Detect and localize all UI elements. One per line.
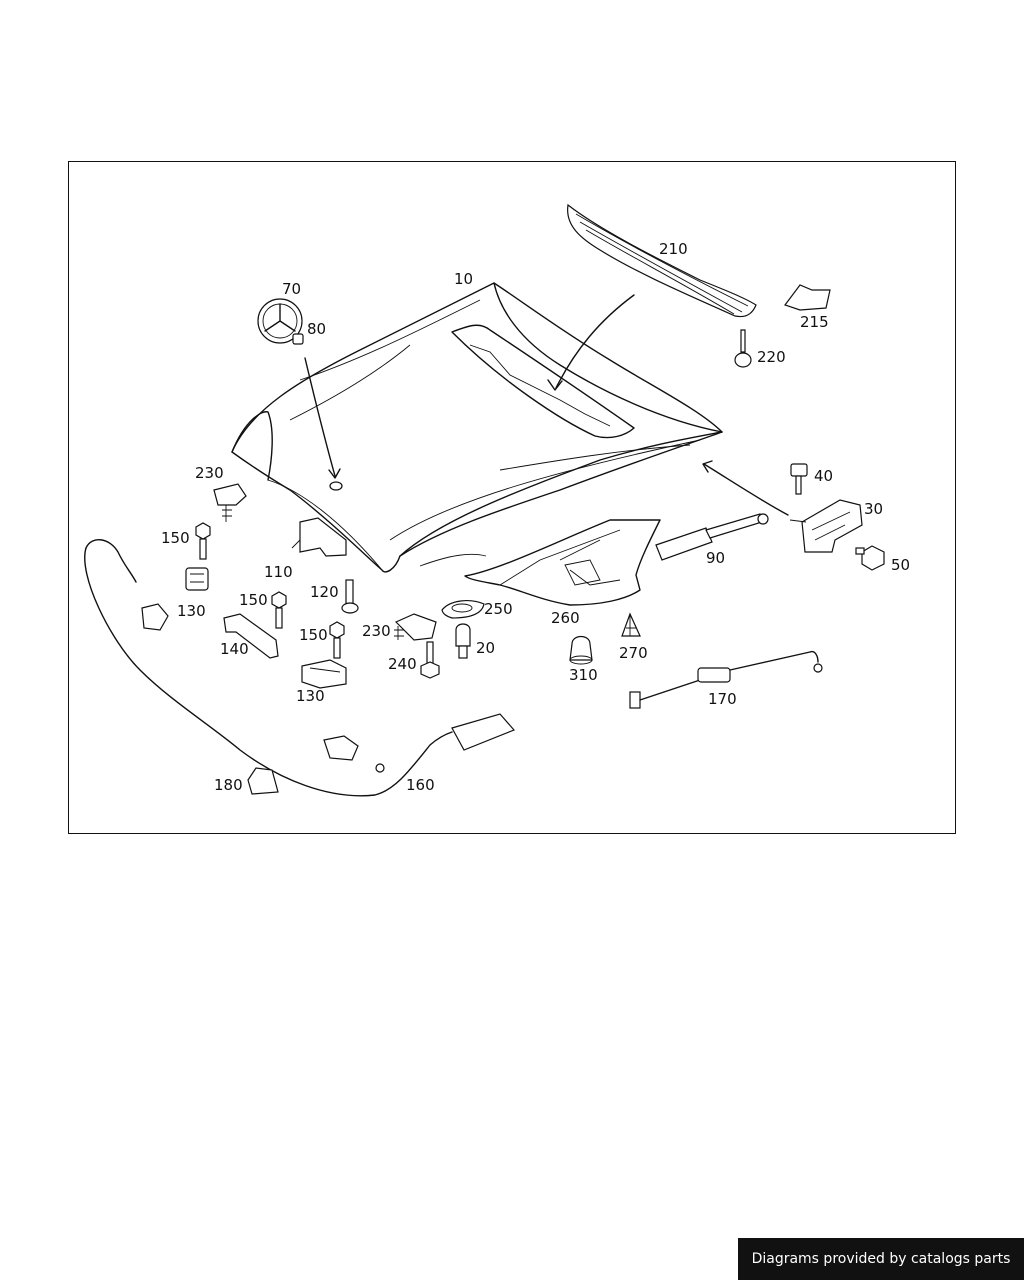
star-emblem-icon[interactable]: [257, 298, 303, 344]
callout-250: 250: [484, 600, 513, 618]
callout-270: 270: [619, 644, 648, 662]
bolt-150-c-icon[interactable]: [329, 621, 345, 659]
callout-210: 210: [659, 240, 688, 258]
bolt-40-icon[interactable]: [790, 463, 808, 495]
arrow-grille: [555, 294, 635, 389]
hood-inner-frame[interactable]: [464, 519, 661, 606]
cable-holder-180-icon[interactable]: [247, 767, 279, 795]
clip-215-icon[interactable]: [784, 284, 831, 311]
hood-hinge-icon[interactable]: [789, 499, 863, 553]
callout-40: 40: [814, 467, 833, 485]
callout-215: 215: [800, 313, 829, 331]
callout-70: 70: [282, 280, 301, 298]
emblem-nut-icon[interactable]: [292, 333, 304, 345]
callout-50: 50: [891, 556, 910, 574]
pin-120-icon[interactable]: [341, 579, 359, 614]
callout-130-a: 130: [177, 602, 206, 620]
gas-strut-icon[interactable]: [655, 513, 769, 561]
callout-230-b: 230: [362, 622, 391, 640]
arrow-hinge: [703, 463, 789, 516]
callout-230-a: 230: [195, 464, 224, 482]
callout-170: 170: [708, 690, 737, 708]
emblem-hole: [329, 481, 343, 491]
screw-220-icon[interactable]: [734, 329, 752, 368]
bracket-140-icon[interactable]: [223, 613, 279, 659]
callout-150-b: 150: [239, 591, 268, 609]
callout-240: 240: [388, 655, 417, 673]
callout-10: 10: [454, 270, 473, 288]
callout-labels: 10 20 30 40 50 70 80 90 110 120 130 130 …: [161, 240, 910, 794]
screw-240-icon[interactable]: [420, 641, 440, 679]
release-handle-160-icon[interactable]: [84, 539, 516, 797]
callout-30: 30: [864, 500, 883, 518]
footer-credit-text: Diagrams provided by catalogs parts: [751, 1251, 1011, 1267]
callout-160: 160: [406, 776, 435, 794]
release-cable-170-icon[interactable]: [629, 650, 823, 709]
callout-140: 140: [220, 640, 249, 658]
arrow-emblem-head: [328, 468, 341, 479]
buffer-230-left-icon[interactable]: [213, 483, 247, 522]
latch-130-a-icon[interactable]: [185, 567, 209, 591]
grommet-310-icon[interactable]: [569, 635, 593, 665]
gasket-250-icon[interactable]: [441, 600, 485, 619]
callout-180: 180: [214, 776, 243, 794]
bolt-150-b-icon[interactable]: [271, 591, 287, 629]
callout-150-a: 150: [161, 529, 190, 547]
callout-150-c: 150: [299, 626, 328, 644]
callout-260: 260: [551, 609, 580, 627]
hood-panel[interactable]: [231, 282, 723, 573]
arrow-grille-head: [547, 379, 563, 391]
arrow-emblem: [304, 357, 336, 477]
callout-310: 310: [569, 666, 598, 684]
callout-90: 90: [706, 549, 725, 567]
cowl-grille[interactable]: [567, 203, 757, 318]
arrow-hinge-head: [702, 460, 713, 473]
rubber-stop-20-icon[interactable]: [455, 623, 471, 659]
callout-220: 220: [757, 348, 786, 366]
callout-80: 80: [307, 320, 326, 338]
latch-130-b-icon[interactable]: [301, 659, 347, 689]
buffer-230-right-icon[interactable]: [394, 613, 437, 641]
footer-credit-badge: Diagrams provided by catalogs parts: [738, 1238, 1024, 1280]
clip-270-icon[interactable]: [621, 612, 641, 637]
callout-20: 20: [476, 639, 495, 657]
bolt-150-a-icon[interactable]: [195, 522, 211, 560]
callout-120: 120: [310, 583, 339, 601]
callout-110: 110: [264, 563, 293, 581]
hood-catch-110-icon[interactable]: [291, 517, 347, 557]
callout-130-b: 130: [296, 687, 325, 705]
diagram-frame: [68, 161, 956, 834]
bolt-50-icon[interactable]: [855, 545, 885, 571]
